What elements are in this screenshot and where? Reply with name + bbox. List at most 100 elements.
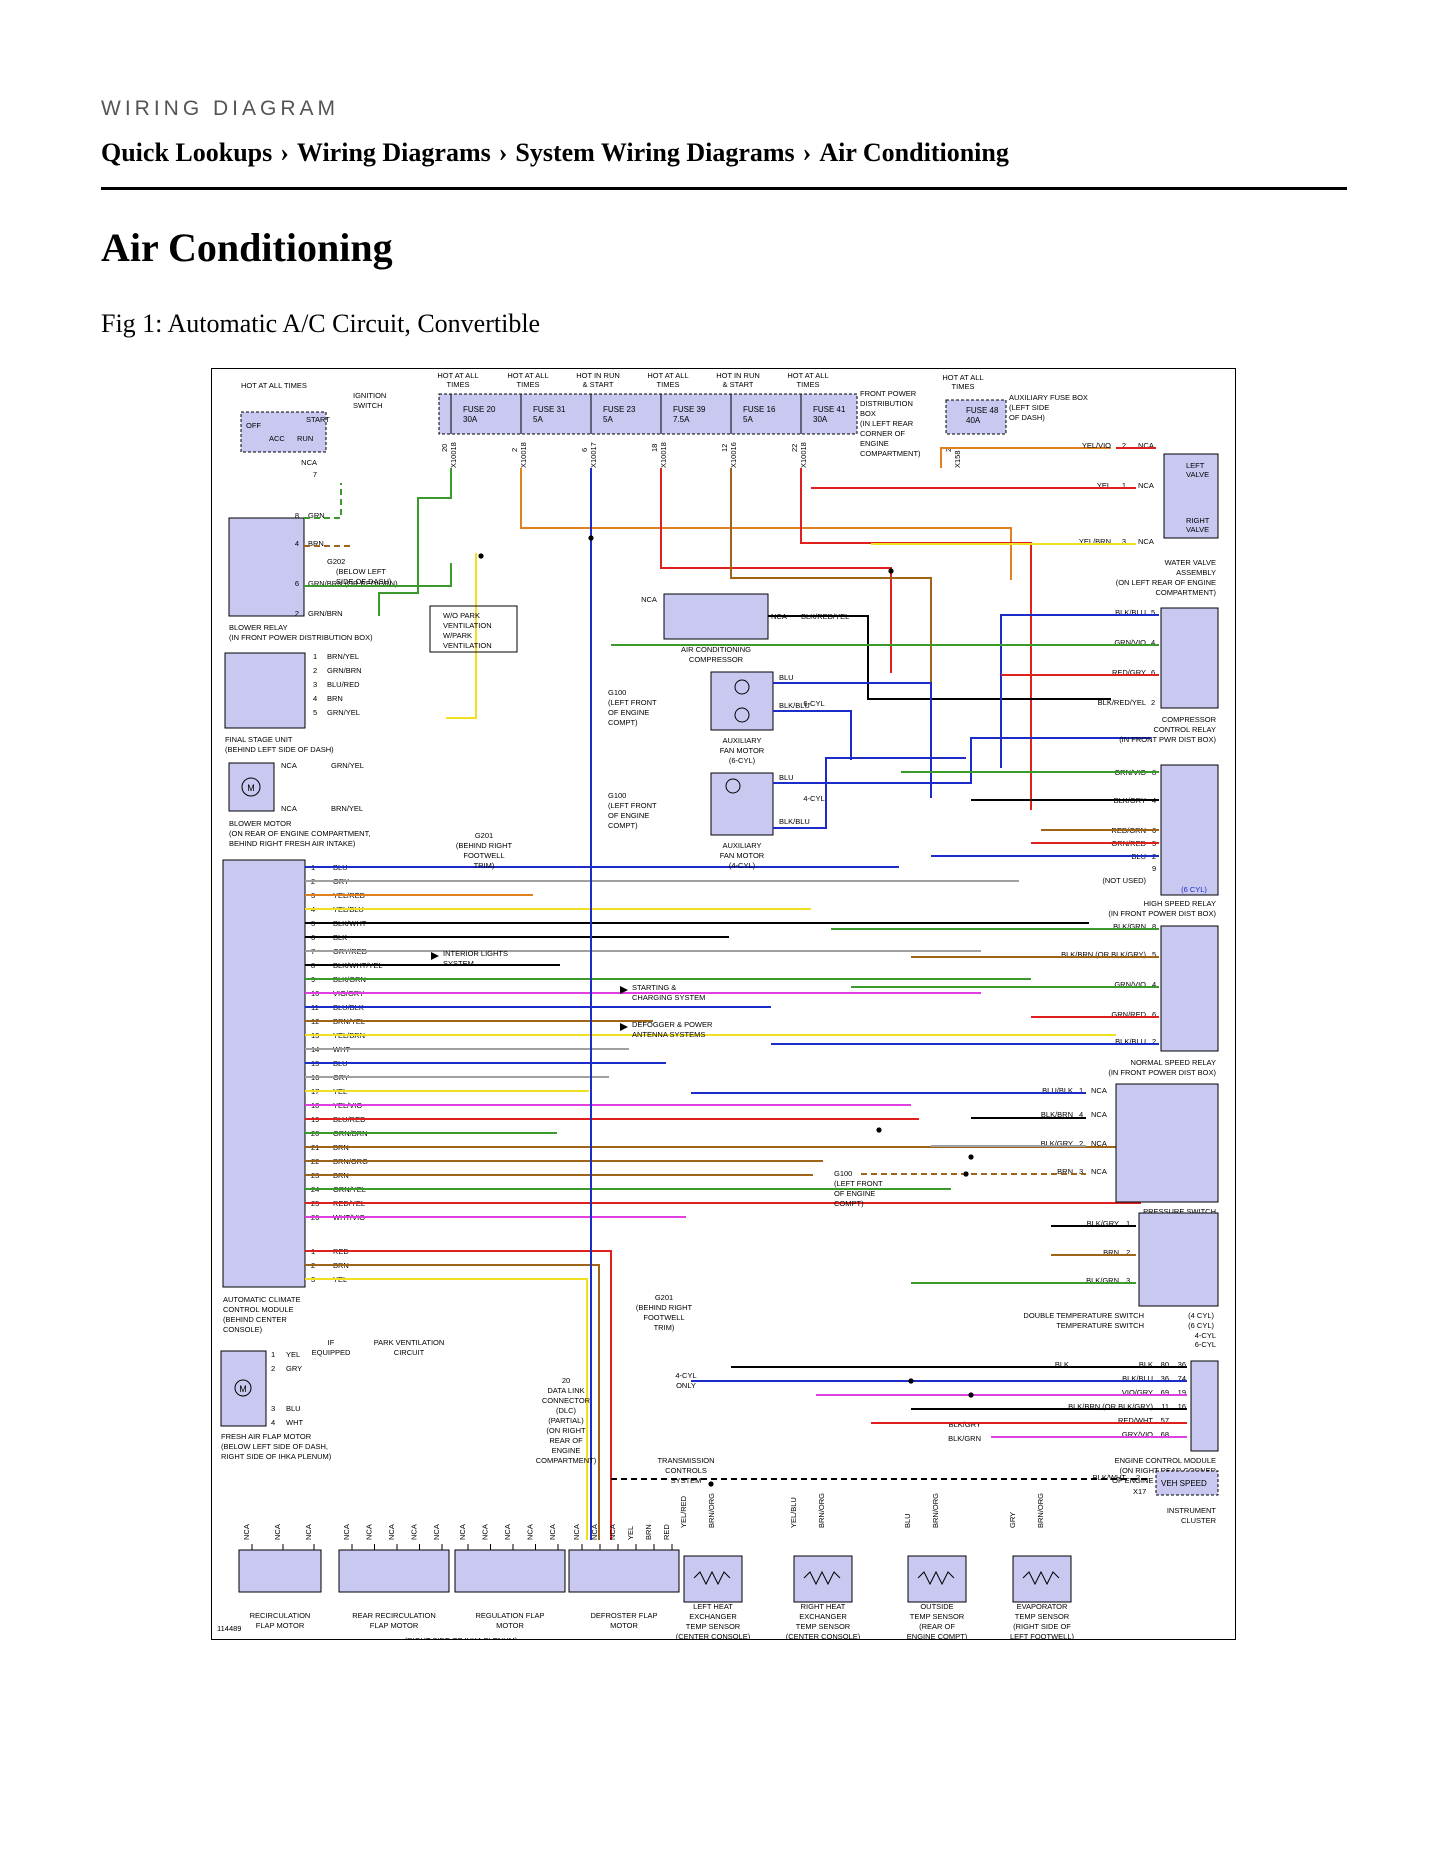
ground-note: OF ENGINE	[608, 811, 649, 820]
component-label: TEMP SENSOR	[686, 1622, 741, 1631]
valve-label: RIGHT	[1186, 516, 1210, 525]
wire-label: YEL/VIO	[1082, 441, 1111, 450]
note-4cyl-only: 4-CYL	[675, 1371, 696, 1380]
wire-label: BLU	[779, 673, 794, 682]
wire-label: GRN/BRN	[308, 609, 343, 618]
wire-blk-blu-relay	[1000, 614, 1159, 768]
sensor-wire-label: BRN/ORG	[931, 1493, 940, 1528]
component-label: DOUBLE TEMPERATURE SWITCH	[1023, 1311, 1144, 1320]
pin-label: 4	[271, 1418, 275, 1427]
auxiliary-fan-motor-4cyl	[710, 772, 774, 836]
nca-label: NCA	[1138, 441, 1154, 450]
fuse-rating: 5A	[603, 415, 613, 424]
nca-label: NCA	[1138, 481, 1154, 490]
component-label: (CENTER CONSOLE)	[676, 1632, 751, 1640]
pin-label: 4	[1152, 980, 1156, 989]
breadcrumb-separator: ›	[498, 138, 508, 167]
wire-label: BLK/BRN (OR BLK/GRY)	[1061, 950, 1146, 959]
wire-label: GRN/RED	[1111, 1010, 1146, 1019]
flap-wire-label: NCA	[365, 1524, 374, 1540]
component-label: (BELOW LEFT SIDE OF DASH,	[221, 1442, 328, 1451]
note-dlc: (DLC)	[556, 1406, 577, 1415]
component-label: ENGINE CONTROL MODULE	[1115, 1456, 1216, 1465]
fuse-rating: 30A	[813, 415, 828, 424]
component-label: ASSEMBLY	[1176, 568, 1216, 577]
pin-label: 2	[1079, 1139, 1083, 1148]
aux-fuse-rating: 40A	[966, 416, 981, 425]
component-label: (REAR OF	[919, 1622, 955, 1631]
pin-label: 7	[313, 470, 317, 479]
aux-fuse-box-label: OF DASH)	[1009, 413, 1045, 422]
pin-label: 1	[1126, 1219, 1130, 1228]
fuse-pin: 18	[650, 444, 659, 452]
fuse-pin: 22	[790, 444, 799, 452]
diagram-frame	[211, 368, 1236, 1640]
pin-label: 3	[271, 1404, 275, 1413]
component-label: AUXILIARY	[722, 736, 761, 745]
pin-label: 3	[1122, 537, 1126, 546]
aux-fuse-label: FUSE 48	[966, 406, 999, 415]
high-speed-relay	[1160, 764, 1219, 896]
fuse-connector: X10018	[659, 442, 668, 468]
component-label: CLUSTER	[1181, 1516, 1217, 1525]
ground-note: (BEHIND RIGHT	[636, 1303, 693, 1312]
note-dlc: ENGINE	[552, 1446, 581, 1455]
resistor-symbol	[693, 1570, 731, 1586]
ground-note: OF ENGINE	[608, 708, 649, 717]
cluster-connector: X17	[1133, 1487, 1146, 1496]
aux-fuse-supply: TIMES	[952, 382, 975, 391]
motor-symbol	[234, 1379, 252, 1397]
pin-label: 2	[313, 666, 317, 675]
pin-label: 1	[1122, 481, 1126, 490]
pin-label: 1	[271, 1350, 275, 1359]
sensor-wire-label: BLU	[903, 1513, 912, 1528]
pressure-switch	[1115, 1083, 1219, 1203]
breadcrumb-current: Air Conditioning	[819, 138, 1009, 167]
flap-wire-label: BRN	[644, 1524, 653, 1540]
pin-label: 80	[1161, 1360, 1169, 1369]
note-if-equipped: IF	[328, 1338, 335, 1347]
component-label: FLAP MOTOR	[256, 1621, 305, 1630]
fuse-box-label: DISTRIBUTION	[860, 399, 913, 408]
nca-label: NCA	[1091, 1139, 1107, 1148]
wire-label: BLK/GRY	[1041, 1139, 1073, 1148]
legend-text: W/O PARK	[443, 611, 480, 620]
component-label: CONTROL RELAY	[1153, 725, 1216, 734]
splice-dot	[708, 1481, 714, 1487]
fuse-box-label: FRONT POWER	[860, 389, 917, 398]
component-label: HIGH SPEED RELAY	[1144, 899, 1216, 908]
ground-note: (BEHIND RIGHT	[456, 841, 513, 850]
ground-label: G100	[608, 688, 626, 697]
note-transmission: CONTROLS	[665, 1466, 707, 1475]
air-conditioning-compressor	[663, 593, 769, 640]
wire-label: BLK/GRN	[1113, 922, 1146, 931]
pin-label: 3	[313, 680, 317, 689]
pin-label: 6	[295, 579, 299, 588]
fuse-pin: 12	[720, 444, 729, 452]
motor-symbol	[734, 679, 750, 695]
nca-label: NCA	[1091, 1086, 1107, 1095]
system-label: INTERIOR LIGHTS	[443, 949, 508, 958]
sensor-wire-label: GRY	[1008, 1512, 1017, 1528]
component-label: AUTOMATIC CLIMATE	[223, 1295, 301, 1304]
ignition-label: SWITCH	[353, 401, 383, 410]
flap-wire-label: NCA	[342, 1524, 351, 1540]
component-label: COMPARTMENT)	[1155, 588, 1216, 597]
ground-label: G100	[834, 1169, 852, 1178]
temp-sensor-1	[683, 1555, 743, 1603]
fuse-pin: 20	[440, 444, 449, 452]
pin-label: 5	[313, 708, 317, 717]
nca-label: NCA	[281, 761, 297, 770]
component-label: BLOWER RELAY	[229, 623, 288, 632]
pin-label: 8	[1152, 922, 1156, 931]
system-arrow	[431, 952, 439, 960]
component-label: WATER VALVE	[1165, 558, 1216, 567]
breadcrumb-quick-lookups[interactable]: Quick Lookups	[101, 138, 273, 167]
breadcrumb-system-wiring-diagrams[interactable]: System Wiring Diagrams	[515, 138, 795, 167]
sensor-wire-label: YEL/RED	[679, 1495, 688, 1528]
pin-label: 3	[1079, 1167, 1083, 1176]
fuse-pin: 2	[510, 448, 519, 452]
breadcrumb-wiring-diagrams[interactable]: Wiring Diagrams	[296, 138, 491, 167]
fuse-supply-label: TIMES	[657, 380, 680, 389]
component-label: FLAP MOTOR	[370, 1621, 419, 1630]
